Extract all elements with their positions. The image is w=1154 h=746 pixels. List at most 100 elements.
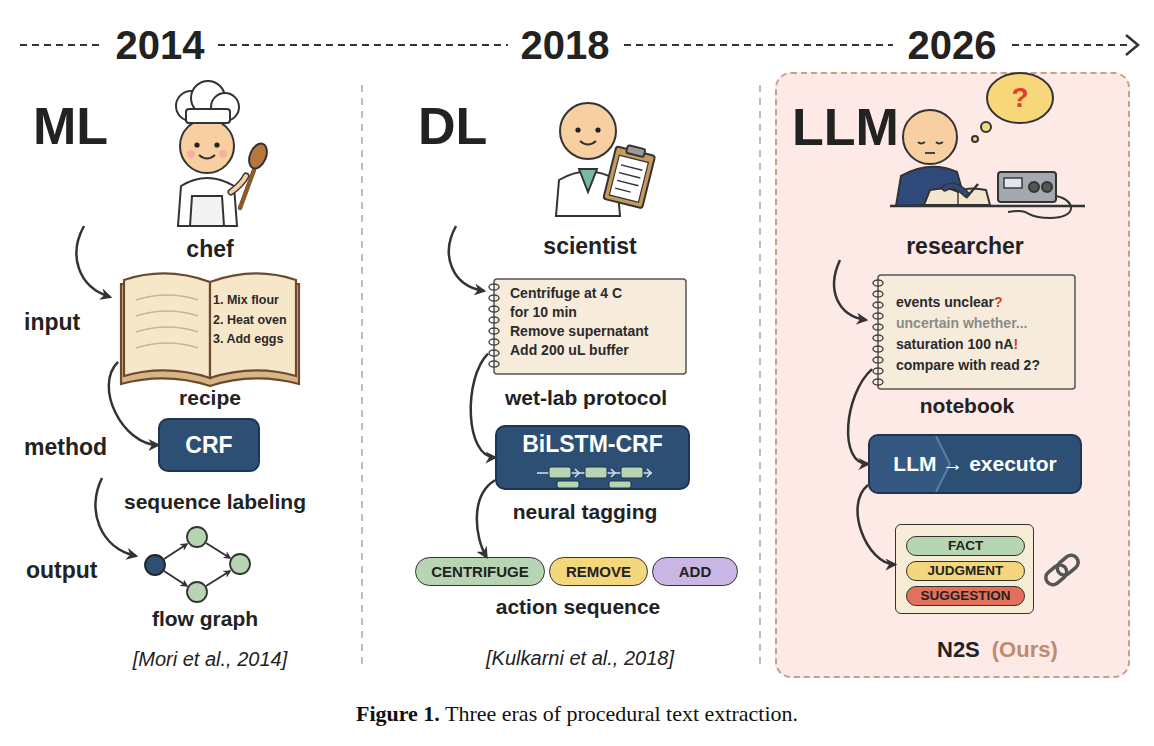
link-ring: [1043, 562, 1070, 588]
lstm-arrow: [647, 469, 651, 477]
notepad-spiral: [873, 346, 883, 352]
notepad-spiral: [873, 291, 883, 297]
node-text: Centrifuge at 4 C for 10 min: [510, 284, 638, 322]
notepad-sheet: [878, 275, 1075, 389]
flow-arrow: [95, 478, 136, 556]
text-group: JUDGMENT: [907, 562, 1024, 580]
node-text: Add 200 uL buffer: [510, 341, 648, 360]
flow-graph: [145, 527, 250, 602]
chef-arm: [231, 176, 246, 192]
text-group: events unclear?uncertain whether...satur…: [896, 292, 1040, 376]
chef-body: [178, 178, 237, 226]
node-text: Remove supernatant: [510, 322, 648, 341]
role-label: scientist: [543, 234, 636, 259]
node-text: events unclear?: [896, 292, 1040, 313]
node-text: SUGGESTION: [920, 588, 1010, 604]
caption-number: Figure 1.: [356, 701, 440, 726]
book-lines: [136, 295, 198, 348]
flow-arrow: [834, 260, 866, 320]
node-text: 1. Mix flour: [213, 291, 287, 311]
instrument-knob: [1029, 182, 1039, 192]
lab-coat: [556, 172, 620, 217]
thought-bubble: [972, 136, 978, 142]
scientist-illustration: [556, 103, 656, 216]
thought-bubble: [981, 122, 991, 132]
notepad-spiral: [489, 317, 499, 323]
clipboard-lines: [615, 165, 642, 194]
notepad-spiral: [873, 368, 883, 374]
book-page: [124, 273, 210, 378]
text-group: CENTRIFUGE: [416, 558, 544, 585]
caption-text: Three eras of procedural text extraction…: [440, 701, 798, 726]
era-separator: [759, 85, 761, 668]
lstm-cell: [585, 467, 607, 478]
flow-arrow: [449, 226, 484, 291]
action-pill: CENTRIFUGE: [415, 557, 545, 586]
chef-cheek: [187, 150, 195, 158]
year-label: 2026: [908, 23, 997, 67]
researcher-jacket: [896, 167, 966, 206]
node-text: ADD: [679, 563, 712, 580]
citation: [Mori et al., 2014]: [133, 648, 288, 670]
notepad-spiral: [873, 280, 883, 286]
notepad-spiral: [873, 313, 883, 319]
notepad-spiral: [873, 379, 883, 385]
notepad-spiral: [873, 357, 883, 363]
lstm-cell: [557, 481, 579, 488]
researcher-arm: [945, 186, 966, 194]
node-text: JUDGMENT: [928, 563, 1004, 579]
timeline-arrow: [1126, 35, 1138, 55]
notepad-spiral: [489, 284, 499, 290]
node-text: compare with read 2?: [896, 355, 1040, 376]
action-pill: ADD: [652, 557, 738, 586]
shirt: [579, 169, 597, 192]
chef-hat: [176, 91, 206, 121]
node-text: REMOVE: [566, 563, 631, 580]
flow-arrows: [76, 226, 866, 556]
clipboard: [603, 142, 656, 208]
researcher-illustration: [890, 73, 1085, 218]
notepad-spiral: [489, 339, 499, 345]
artifact-label: recipe: [179, 386, 241, 409]
step-label: output: [26, 558, 98, 583]
chef-hat: [211, 93, 239, 121]
node-text: FACT: [948, 538, 983, 554]
scientist-head: [560, 103, 616, 159]
lstm-cell: [621, 467, 643, 478]
chef-illustration: [176, 81, 270, 226]
role-label: chef: [186, 237, 233, 262]
flow-arrow: [76, 226, 110, 297]
desk-notebook-spine: [957, 192, 958, 205]
method-box: BiLSTM-CRF: [495, 425, 690, 490]
link-icon: [1043, 552, 1081, 587]
text-group: LLM: [792, 97, 899, 157]
chef-arm: [231, 176, 246, 192]
timeline-line: [20, 44, 1128, 46]
desk-notebook: [924, 188, 990, 205]
notepad-spiral: [873, 324, 883, 330]
graph-node: [145, 555, 165, 575]
researcher-eyes: [918, 142, 943, 144]
graph-arrow: [164, 544, 187, 559]
text-group: BiLSTM-CRF: [497, 429, 688, 459]
node-text: CRF: [185, 432, 232, 458]
era-label: DL: [418, 98, 487, 155]
notepad-spiral: [873, 335, 883, 341]
chef-smile: [199, 155, 215, 159]
flow-connector: [471, 354, 495, 458]
clipboard-clip: [626, 145, 645, 157]
chef-eye: [214, 142, 219, 147]
era-panel: LLM events unclear?uncertain whether...sa…: [775, 72, 1130, 678]
artifact-label: flow graph: [152, 607, 258, 630]
method-box: LLM → executor: [868, 434, 1082, 494]
graph-arrow: [164, 571, 187, 586]
method-label: neural tagging: [513, 500, 658, 523]
clipboard-board: [603, 146, 655, 208]
graph-arrow: [206, 571, 230, 586]
node-text: (Ours): [992, 637, 1058, 663]
text-group: SUGGESTION: [907, 587, 1024, 605]
book-page: [210, 273, 296, 378]
recipe-book: 1. Mix flour2. Heat oven3. Add eggs: [118, 262, 302, 390]
text-group: N2S(Ours): [937, 637, 1058, 663]
timeline: [20, 35, 1138, 55]
